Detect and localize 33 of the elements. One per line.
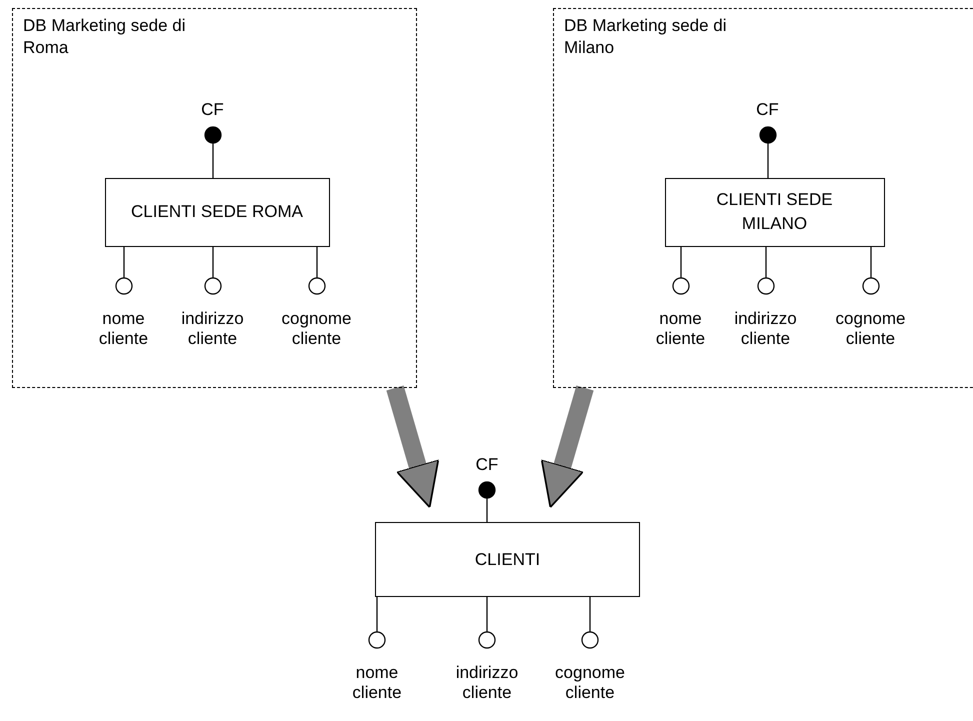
attribute-label: nome cliente (654, 308, 706, 348)
group-title: DB Marketing sede di Roma (23, 15, 187, 59)
group-frame (553, 8, 973, 388)
block-arrow (540, 386, 594, 508)
connector-line (589, 597, 591, 632)
entity-box: CLIENTI (375, 522, 640, 597)
connector-line (680, 247, 682, 278)
entity-box: CLIENTI SEDE ROMA (104, 178, 330, 246)
attribute-label: indirizzo cliente (454, 663, 520, 703)
attribute-label: nome cliente (351, 663, 403, 703)
attribute-label: CF (474, 455, 500, 475)
connector-line (870, 247, 872, 278)
connector-line (486, 498, 488, 522)
attribute-label: CF (755, 100, 780, 120)
attribute-label: cognome cliente (554, 663, 626, 703)
attribute-label: indirizzo cliente (180, 308, 245, 348)
connector-line (376, 597, 378, 632)
connector-line (767, 143, 769, 178)
connector-line (316, 247, 318, 278)
connector-line (123, 247, 125, 278)
attribute-label: indirizzo cliente (733, 308, 798, 348)
attribute-label: cognome cliente (834, 308, 906, 348)
attribute-label: cognome cliente (280, 308, 352, 348)
connector-line (765, 247, 767, 278)
group-title: DB Marketing sede di Milano (564, 15, 728, 59)
block-arrow (386, 386, 440, 508)
connector-line (486, 597, 488, 632)
connector-line (212, 247, 214, 278)
group-frame (12, 8, 417, 388)
connector-line (212, 143, 214, 178)
entity-box: CLIENTI SEDE MILANO (664, 178, 884, 246)
attribute-label: CF (200, 100, 225, 120)
attribute-label: nome cliente (98, 308, 150, 348)
